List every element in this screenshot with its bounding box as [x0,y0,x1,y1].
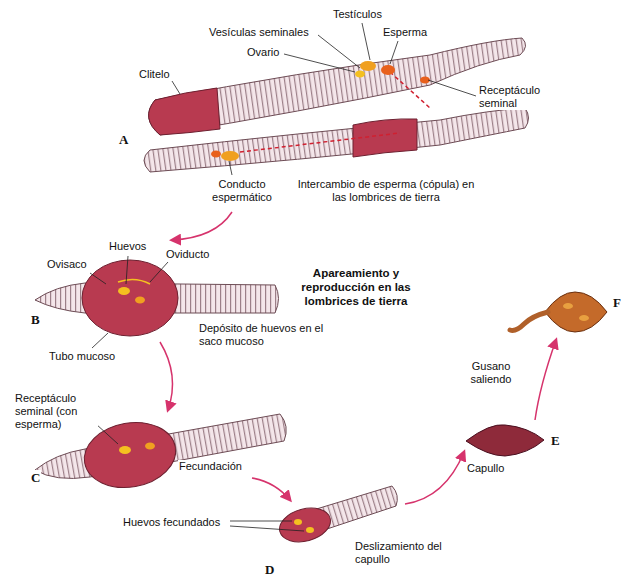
worm-pair-a-part [360,61,376,71]
worm-b-part [118,287,130,295]
leader-lines-a-part [284,54,355,72]
part-label: Tubo mucoso [48,350,116,363]
leader-lines-c [96,424,118,444]
worm-pair-a-part [353,119,417,157]
leader-lines-d-part [230,526,304,531]
worm-pair-a-part [221,151,239,161]
leader-lines-a-part [428,80,476,96]
part-label: Conducto espermático [195,178,289,204]
leader-lines-b-part [150,262,168,282]
part-label: Receptáculo seminal [478,84,560,110]
stage-letter: F [612,295,622,310]
stage-letter: D [264,562,275,577]
worm-pair-a [144,38,529,172]
part-label: Huevos [108,240,147,253]
leader-lines-b-part [92,333,108,348]
leader-lines-a-part [172,81,180,94]
part-label: Ovario [246,46,280,59]
leader-lines-a-part [390,41,398,64]
part-label: Receptáculo seminal (con esperma) [14,392,98,431]
cycle-arrows [160,212,556,504]
part-label: Fecundación [178,460,243,473]
worm-d-part [276,503,335,547]
part-label: Capullo [466,462,505,475]
worm-d [276,486,398,547]
worm-pair-a-part [211,151,221,158]
cocoon-f [510,292,607,332]
leader-lines-a-part [318,35,360,68]
worm-c-part [119,446,131,454]
part-label: Gusano saliendo [455,360,527,386]
stage-letter: E [550,433,561,448]
cocoon-e [466,425,544,456]
stage-letter: C [30,470,41,485]
worm-pair-a-part [240,72,430,152]
part-label: Huevos fecundados [122,516,221,529]
part-label: Clitelo [138,68,171,81]
cycle-arrows-part [535,340,556,420]
stage-letter: B [30,312,41,327]
part-label: Esperma [382,26,428,39]
stage-letter: A [118,132,129,147]
cycle-arrows-part [172,212,232,240]
leader-lines-a [172,23,476,175]
part-label: Ovisaco [46,258,88,271]
cocoon-e-part [466,425,544,456]
worm-d-part [306,527,314,533]
worm-pair-a-part [149,88,220,135]
cycle-arrows-part [405,452,464,504]
leader-lines-b-part [90,273,106,284]
cycle-arrows-part [252,478,290,500]
cocoon-f-part [579,315,589,321]
worm-pair-a-part [381,65,395,75]
cocoon-f-part [545,292,607,332]
part-label: Oviducto [165,248,210,261]
worm-b-part [135,297,145,304]
part-label: Intercambio de esperma (cópula) en las l… [290,178,482,204]
part-label: Depósito de huevos en el saco mucoso [198,322,325,348]
part-label: Testículos [332,8,383,21]
leader-lines-b-part [126,256,128,284]
worm-b-part [118,279,150,284]
worm-d-part [294,519,302,525]
leader-lines-d [230,521,304,531]
cocoon-f-part [563,303,573,309]
leader-lines-a-part [362,23,370,60]
leader-lines-a-part [229,161,232,175]
worm-c-part [145,443,155,450]
cocoon-f-part [510,312,548,330]
worm-b-part [82,260,178,336]
leader-lines-c-part [96,424,118,444]
leader-lines-b [90,256,168,348]
diagram-title: Apareamiento y reproducción en las lombr… [295,266,417,308]
part-label: Vesículas seminales [208,26,310,39]
leader-lines-d-part [230,521,292,522]
part-label: Deslizamiento del capullo [354,540,451,566]
cycle-arrows-part [160,342,173,410]
worm-pair-a-part [355,71,365,78]
